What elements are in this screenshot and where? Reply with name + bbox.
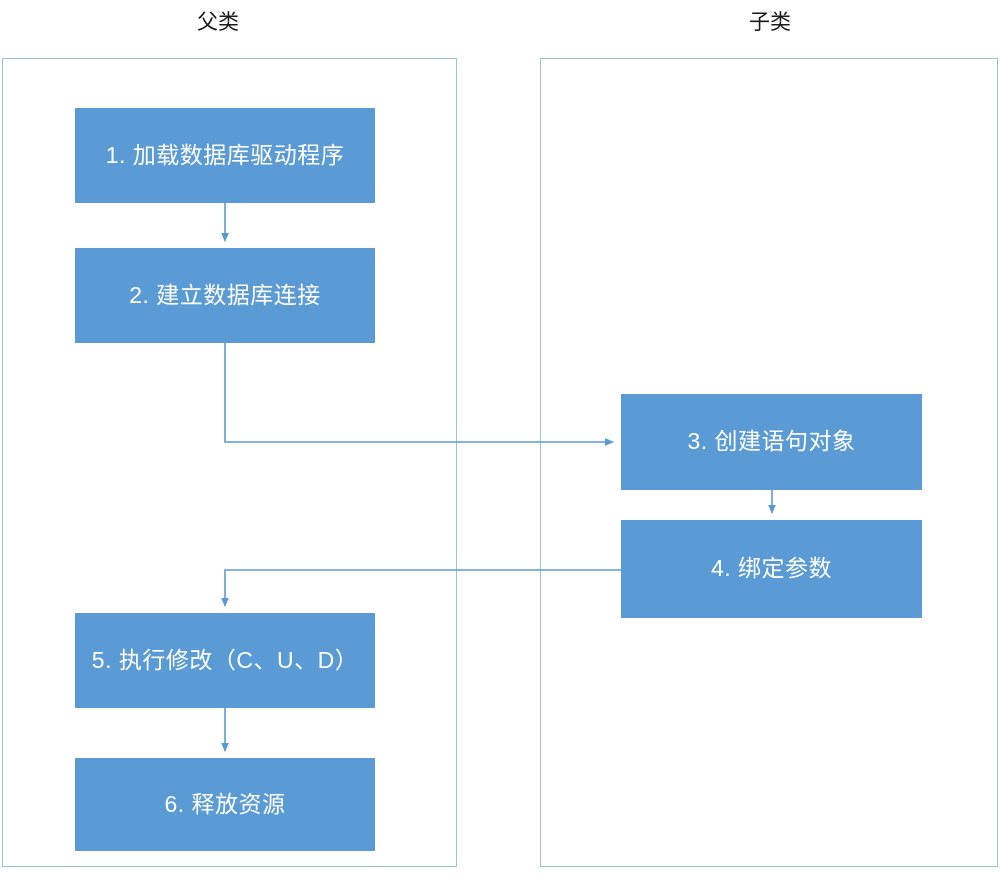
process-node-bind-parameters[interactable]: 4. 绑定参数 bbox=[621, 520, 922, 618]
swimlane-title-parent: 父类 bbox=[197, 11, 239, 34]
process-node-release-resources[interactable]: 6. 释放资源 bbox=[75, 758, 375, 851]
process-node-create-connection[interactable]: 2. 建立数据库连接 bbox=[75, 248, 375, 343]
process-node-execute-update[interactable]: 5. 执行修改（C、U、D） bbox=[75, 613, 375, 708]
process-node-create-statement[interactable]: 3. 创建语句对象 bbox=[621, 394, 922, 490]
process-node-load-driver[interactable]: 1. 加载数据库驱动程序 bbox=[75, 108, 375, 203]
swimlane-title-child: 子类 bbox=[749, 11, 791, 34]
